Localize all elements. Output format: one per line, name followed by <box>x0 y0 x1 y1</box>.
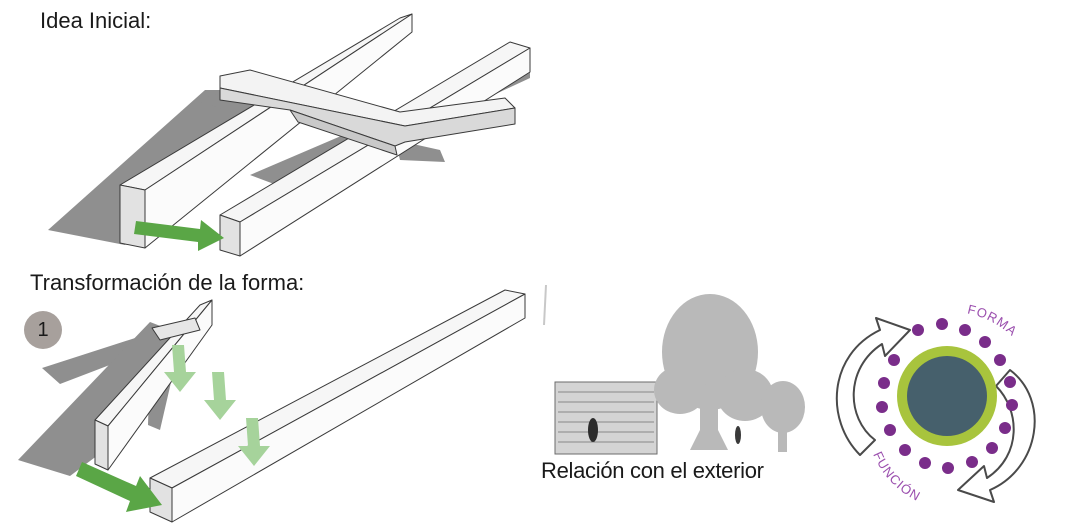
dot-ring <box>876 318 1018 474</box>
forma-label: FORMA <box>966 302 1020 339</box>
light-arrow-3 <box>238 418 270 466</box>
light-arrow-1 <box>164 345 196 392</box>
transform-vertical-beam <box>94 299 213 471</box>
light-arrow-2 <box>204 372 236 420</box>
tree-icon <box>761 381 805 452</box>
person-icon <box>735 426 741 444</box>
idea-inicial-title: Idea Inicial: <box>40 8 152 33</box>
step-number: 1 <box>37 318 49 341</box>
transform-long-beam <box>149 289 526 523</box>
relacion-caption: Relación con el exterior <box>541 458 764 483</box>
arrow-icon <box>134 220 224 251</box>
light-arrows <box>164 345 270 466</box>
tree-icon <box>654 294 773 450</box>
person-icon <box>588 418 598 442</box>
transformacion-title: Transformación de la forma: <box>30 270 305 295</box>
idea-cross-beam <box>219 69 516 156</box>
funcion-label: FUNCIÓN <box>870 449 923 504</box>
arrow-icon <box>76 462 162 512</box>
building-block <box>554 381 658 455</box>
inner-core <box>907 356 987 436</box>
step-badge: 1 <box>24 311 62 349</box>
